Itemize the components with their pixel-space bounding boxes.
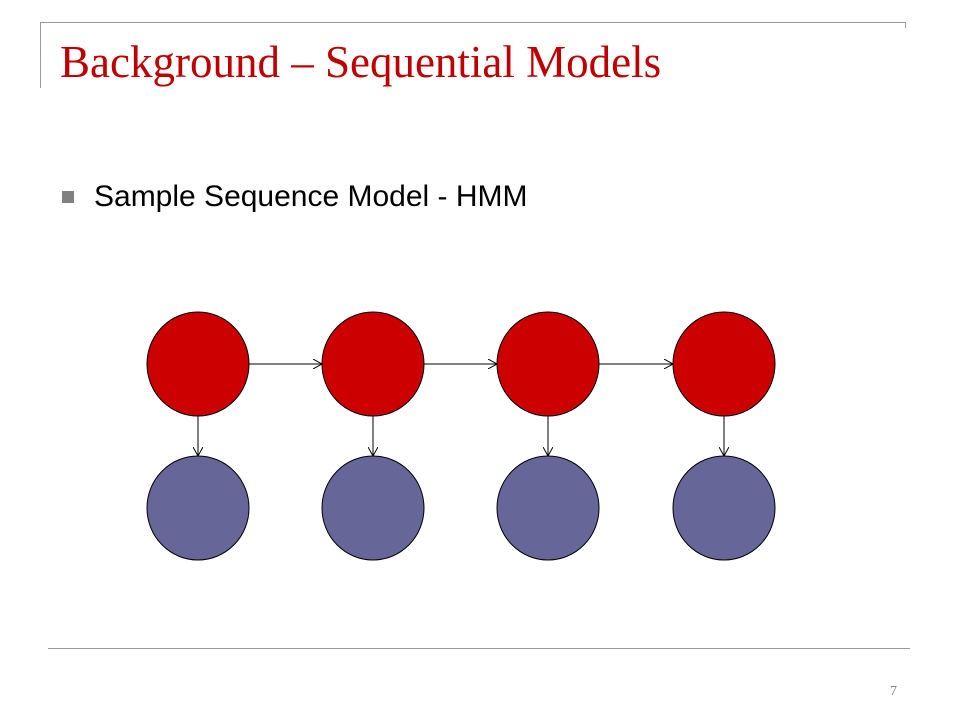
observation-node-1: [146, 455, 250, 561]
frame-left-line: [40, 22, 41, 88]
hidden-state-node-1: [146, 311, 250, 417]
hidden-state-node-3: [496, 311, 600, 417]
observation-node-2: [321, 455, 425, 561]
observation-node-3: [496, 455, 600, 561]
page-number: 7: [890, 684, 897, 699]
bullet-text: Sample Sequence Model - HMM: [94, 180, 528, 213]
square-bullet-icon: [62, 191, 74, 203]
slide-title: Background – Sequential Models: [60, 37, 662, 87]
frame-right-tick: [905, 22, 906, 28]
bullet-item: Sample Sequence Model - HMM: [62, 180, 528, 214]
hidden-state-node-2: [321, 311, 425, 417]
footer-line: [48, 648, 910, 649]
frame-top-line: [40, 22, 906, 23]
hidden-state-node-4: [672, 311, 776, 417]
observation-node-4: [672, 455, 776, 561]
